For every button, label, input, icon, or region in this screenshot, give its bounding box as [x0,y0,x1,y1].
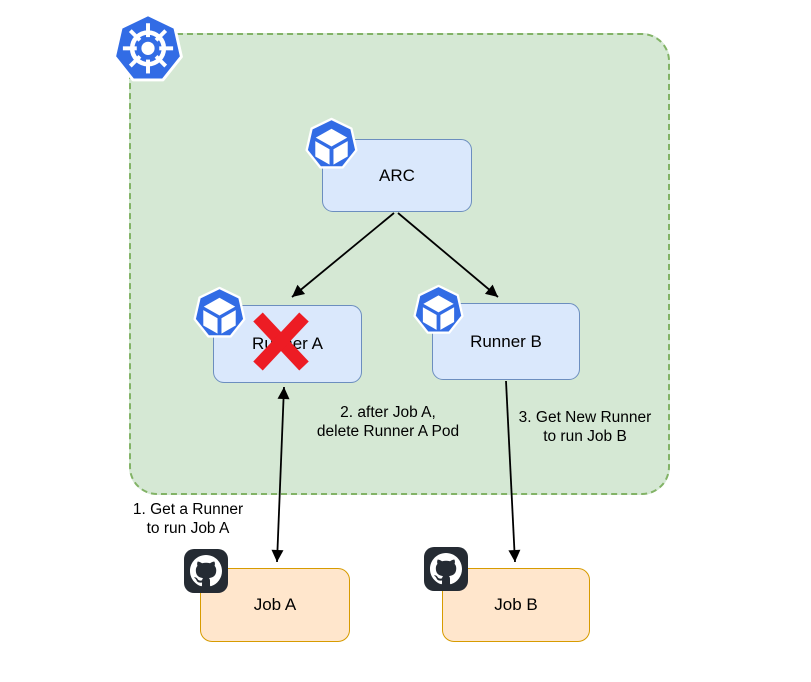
github-icon-job-b [424,547,468,591]
annotation-step-1-line-1: 1. Get a Runner [132,501,244,518]
annotation-step-3-line-2: to run Job B [543,428,627,445]
node-runner-a-label: Runner A [252,334,323,353]
annotation-step-2-line-2: delete Runner A Pod [316,423,460,440]
annotation-step-3: 3. Get New Runner to run Job B [510,408,660,446]
annotation-step-2: 2. after Job A, delete Runner A Pod [278,403,498,441]
github-icon-job-a [184,549,228,593]
node-job-a: Job A [200,568,350,642]
kubernetes-icon [111,12,185,86]
annotation-step-3-line-1: 3. Get New Runner [518,409,652,426]
annotation-step-2-line-1: 2. after Job A, [340,404,436,421]
pod-icon-runner-a [192,286,247,341]
node-job-a-label: Job A [253,595,297,614]
pod-icon-arc [304,117,359,172]
node-job-b-label: Job B [494,595,538,614]
pod-icon-runner-b [412,284,465,337]
annotation-step-1-line-2: to run Job A [146,520,230,537]
node-runner-b-label: Runner B [470,331,542,351]
annotation-step-1: 1. Get a Runner to run Job A [112,500,264,538]
node-arc-label: ARC [379,165,415,185]
